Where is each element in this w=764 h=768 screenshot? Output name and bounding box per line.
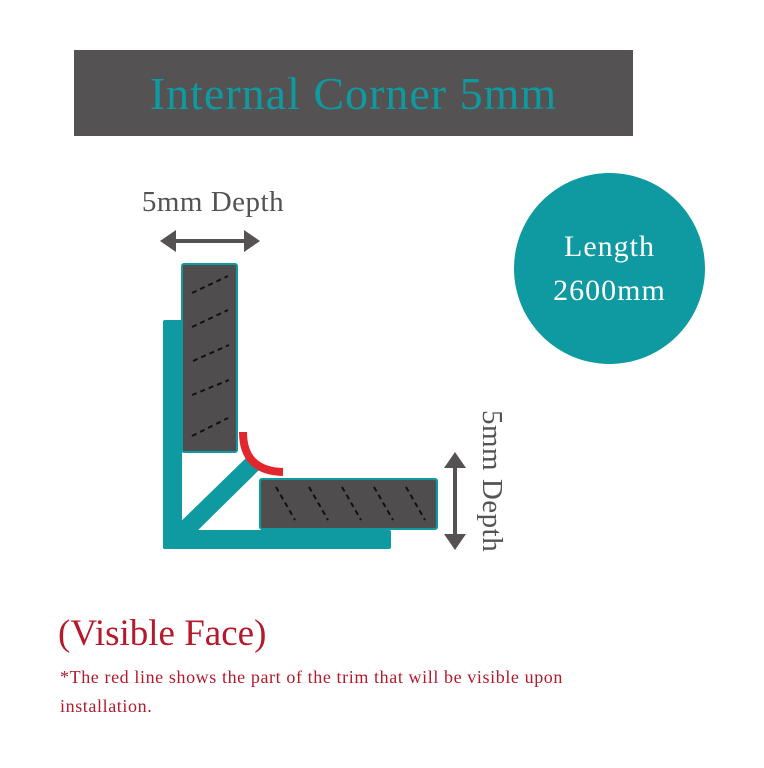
horizontal-tile — [259, 478, 438, 530]
visible-face-note: *The red line shows the part of the trim… — [60, 667, 564, 716]
vertical-dimension-arrow-icon — [444, 452, 466, 550]
title-text: Internal Corner 5mm — [149, 67, 558, 119]
horizontal-dimension-arrow-icon — [160, 230, 260, 252]
top-depth-label: 5mm Depth — [141, 186, 285, 218]
trim-vertical-leg — [163, 320, 182, 549]
length-label: Length — [564, 229, 655, 263]
length-badge: Length 2600mm — [514, 173, 705, 364]
trim-horizontal-leg — [163, 530, 391, 549]
title-banner: Internal Corner 5mm — [74, 50, 633, 136]
vertical-tile — [181, 263, 238, 453]
trim-diagonal-strut — [172, 458, 259, 538]
length-value: 2600mm — [553, 273, 666, 307]
visible-face-heading: (Visible Face) — [58, 613, 267, 654]
visible-face-arc — [239, 431, 284, 476]
